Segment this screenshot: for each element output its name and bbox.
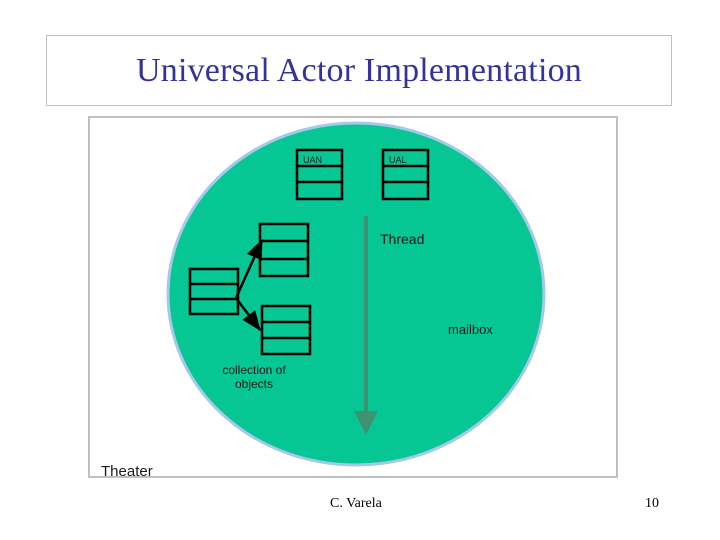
footer-author: C. Varela [330, 496, 382, 511]
ual-label: UAL [389, 155, 407, 165]
theater-label: Theater [101, 463, 153, 480]
page-title: Universal Actor Implementation [136, 51, 582, 89]
uan-box [295, 148, 344, 201]
title-placeholder[interactable]: Universal Actor Implementation [46, 35, 672, 106]
ual-box [381, 148, 430, 201]
thread-label: Thread [380, 231, 425, 247]
content-placeholder[interactable] [88, 116, 618, 478]
footer-page-number: 10 [645, 496, 659, 511]
uan-label: UAN [303, 155, 323, 165]
collection-of-objects-label: collection of objects [222, 363, 286, 391]
theater-ellipse [166, 121, 546, 467]
object-box-lower [260, 304, 312, 356]
mailbox-label: mailbox [448, 322, 493, 337]
reference-arrow-lower [235, 297, 261, 331]
reference-arrow-upper [234, 238, 264, 299]
